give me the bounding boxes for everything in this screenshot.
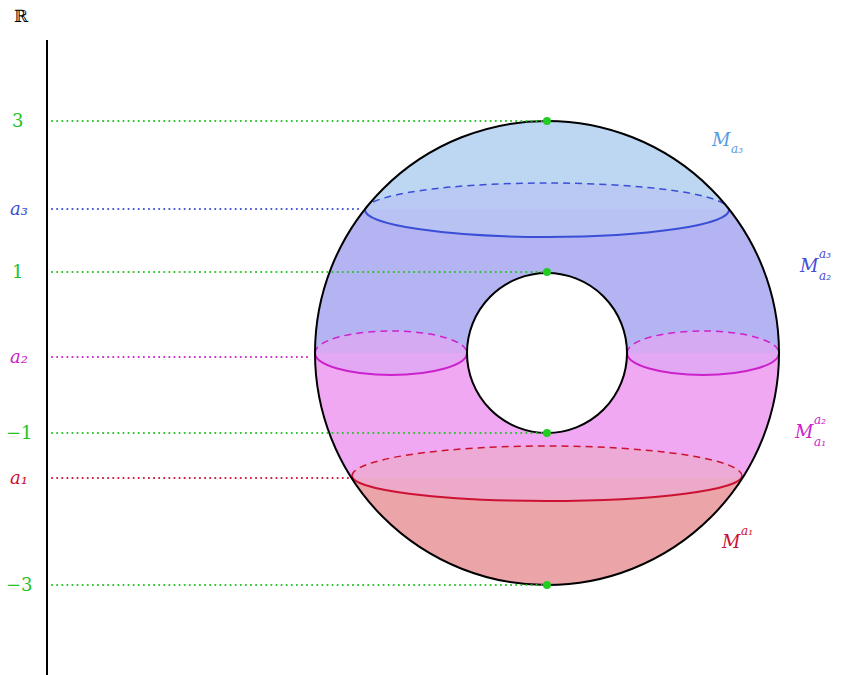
level-back-a3 [365, 183, 729, 210]
critical-point [543, 429, 551, 437]
torus-fill [315, 121, 779, 585]
critical-value: 3 [12, 112, 23, 130]
critical-points [543, 117, 551, 589]
axis-name: ℝ [14, 8, 28, 25]
level-value: a₁ [10, 469, 28, 487]
region-name: M [722, 533, 740, 551]
region-blue [315, 209, 779, 353]
level-value: a₃ [10, 200, 28, 218]
critical-value: −1 [6, 424, 33, 442]
guide-m3 [52, 584, 545, 586]
region-name: M [800, 257, 818, 275]
guide-m1 [52, 432, 545, 434]
guide-a1 [52, 477, 350, 479]
level-disc-a1 [352, 446, 742, 502]
torus-hole [467, 273, 627, 433]
level-front-a1 [352, 476, 742, 501]
guide-a3 [52, 208, 362, 210]
region-superscript: a₃ [819, 248, 831, 260]
critical-point [543, 117, 551, 125]
region-red [315, 478, 779, 585]
critical-value: −3 [6, 576, 33, 594]
critical-value: 1 [12, 263, 23, 281]
region-name: M [795, 423, 813, 441]
level-front-a3 [365, 210, 729, 237]
torus-outer [315, 121, 779, 585]
region-name: M [712, 131, 730, 149]
guide-3 [52, 120, 545, 122]
region-superscript: a₂ [814, 414, 826, 426]
region-top [315, 121, 779, 209]
level-back-a1 [352, 446, 742, 476]
region-superscript: a₁ [741, 525, 753, 537]
guide-a2 [52, 356, 312, 358]
real-axis [46, 40, 48, 675]
region-subscript: a₁ [814, 436, 826, 448]
critical-point [543, 268, 551, 276]
region-magenta [315, 353, 779, 478]
level-value: a₂ [10, 348, 28, 366]
region-subscript: a₃ [731, 143, 743, 155]
critical-point [543, 581, 551, 589]
level-disc-a3 [365, 183, 729, 237]
level-guides [52, 121, 545, 585]
region-subscript: a₂ [819, 270, 831, 282]
guide-1 [52, 271, 545, 273]
